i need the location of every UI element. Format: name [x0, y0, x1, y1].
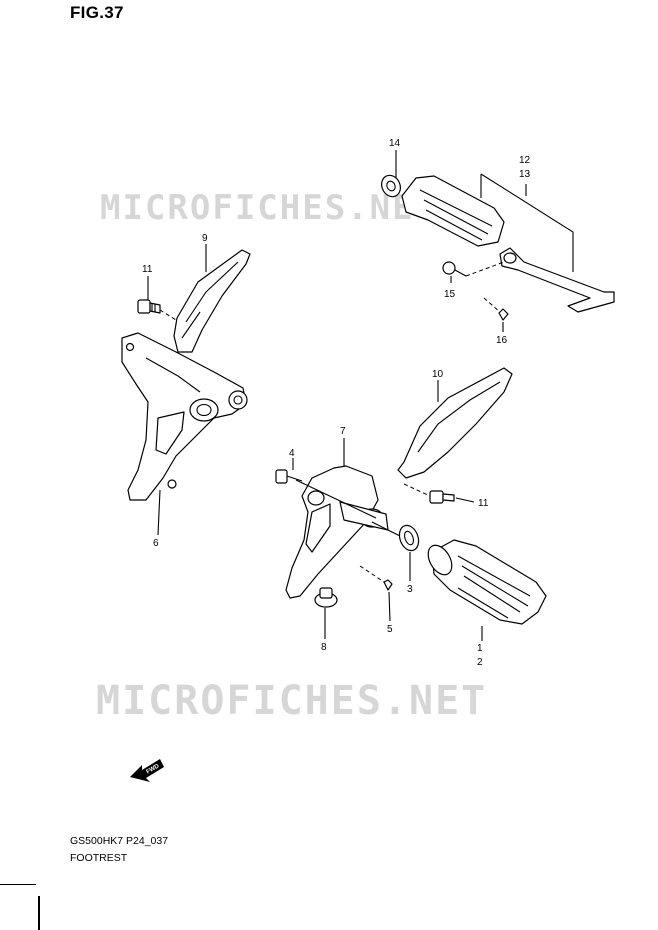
- page-edge-mark-horizontal: [0, 884, 36, 885]
- bracket-12-13: [480, 173, 574, 272]
- callout-12: 12: [519, 155, 531, 166]
- callout-11-right: 11: [478, 498, 489, 509]
- callout-4: 4: [289, 448, 295, 459]
- bolt-11-left: [137, 299, 161, 314]
- leader-dash-16: [483, 297, 501, 313]
- heel-guard-left: [173, 249, 251, 353]
- bolt-4-axis: [295, 479, 377, 519]
- callout-8: 8: [321, 642, 327, 653]
- callout-13: 13: [519, 169, 531, 180]
- callout-1: 1: [477, 643, 483, 654]
- cotter-pin-16: [498, 308, 509, 321]
- pin-8: [314, 587, 338, 608]
- leader-dash-15: [465, 261, 505, 277]
- pin-15: [442, 261, 467, 277]
- footrest-bracket-left: [121, 332, 248, 501]
- callout-7: 7: [340, 426, 346, 437]
- callout-2: 2: [477, 657, 483, 668]
- washer-3: [398, 524, 420, 552]
- callout-14: 14: [389, 138, 401, 149]
- page-edge-mark-vertical: [38, 896, 40, 930]
- bolt-4: [275, 469, 303, 484]
- leader-dash-11-right: [403, 483, 431, 497]
- model-code: GS500HK7 P24_037: [70, 835, 169, 847]
- section-name: FOOTREST: [70, 852, 128, 864]
- bolt-11-right: [429, 490, 455, 504]
- leader-lines: [147, 150, 527, 641]
- callout-15: 15: [444, 289, 456, 300]
- footrest-rubber-front: [427, 539, 547, 625]
- leader-dash-5: [359, 565, 385, 583]
- footrest-bracket-right: [285, 465, 389, 599]
- leader-dash-11-left: [159, 309, 177, 321]
- callout-3: 3: [407, 584, 413, 595]
- callout-16: 16: [496, 335, 508, 346]
- cotter-pin-5: [383, 579, 393, 591]
- callout-6: 6: [153, 538, 159, 549]
- heel-guard-right: [397, 367, 513, 479]
- footrest-arm-rear: [499, 247, 615, 313]
- watermark-top: MICROFICHES.NET: [100, 188, 438, 228]
- watermark-bottom: MICROFICHES.NET: [96, 678, 488, 724]
- callout-10: 10: [432, 369, 444, 380]
- callout-11-left: 11: [142, 264, 153, 275]
- callout-5: 5: [387, 624, 393, 635]
- washer-14: [381, 174, 401, 198]
- fwd-arrow-icon: FWD: [130, 759, 164, 782]
- figure-title: FIG.37: [70, 3, 124, 22]
- footrest-rubber-rear: [401, 175, 505, 247]
- washer-axis: [371, 521, 401, 537]
- callout-9: 9: [202, 233, 208, 244]
